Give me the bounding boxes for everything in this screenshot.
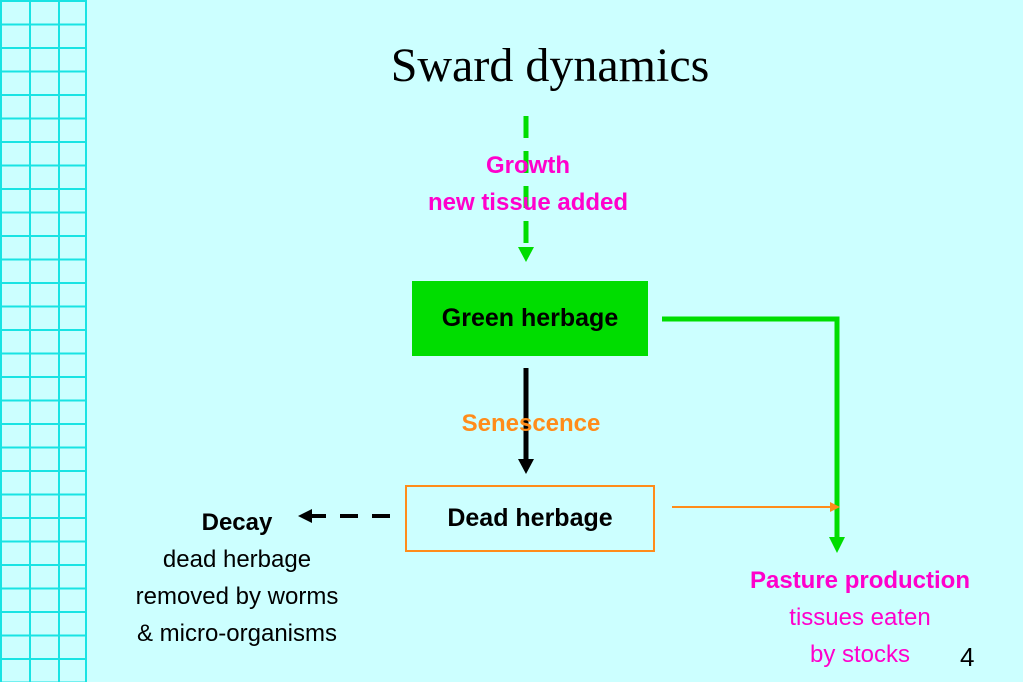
page-number: 4: [960, 642, 975, 672]
pasture-line-2: by stocks: [809, 641, 911, 668]
growth-label: Growth new tissue added: [380, 147, 676, 221]
growth-arrow: [518, 116, 534, 262]
growth-title: Growth: [486, 152, 570, 179]
senescence-arrow: [518, 368, 534, 474]
pasture-orange-arrow: [672, 502, 840, 512]
growth-description: new tissue added: [427, 189, 629, 216]
dead-herbage-label: Dead herbage: [447, 504, 613, 532]
green-herbage-box: Green herbage: [412, 281, 648, 356]
green-herbage-label: Green herbage: [441, 304, 619, 332]
pasture-production-label: Pasture production tissues eaten by stoc…: [712, 562, 1008, 673]
pasture-line-1: tissues eaten: [789, 604, 931, 631]
decay-label: Decay dead herbage removed by worms & mi…: [96, 504, 378, 652]
decay-line-1: dead herbage: [162, 546, 312, 573]
decay-line-2: removed by worms: [135, 583, 339, 610]
dead-herbage-box: Dead herbage: [405, 485, 655, 552]
grid-decoration: [0, 0, 87, 682]
slide-title: Sward dynamics: [390, 39, 710, 92]
senescence-label: Senescence: [461, 410, 601, 437]
decay-title: Decay: [201, 509, 273, 536]
pasture-green-arrow: [662, 316, 845, 553]
decay-line-3: & micro-organisms: [136, 620, 338, 647]
pasture-title: Pasture production: [749, 567, 971, 594]
decay-arrow: [298, 509, 390, 523]
